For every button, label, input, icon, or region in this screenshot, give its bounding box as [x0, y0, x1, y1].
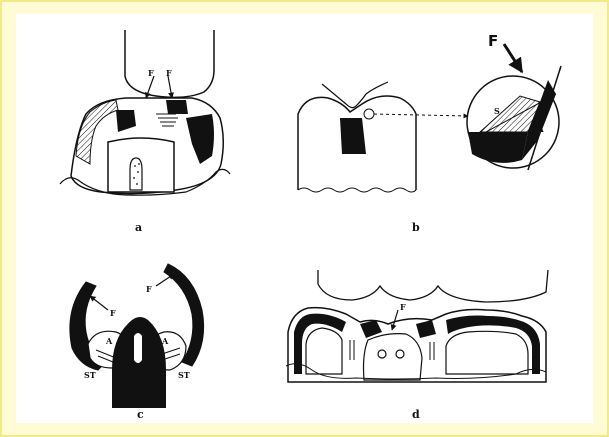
panel-b-label: b [412, 221, 420, 234]
panel-d-pin-hole-left [378, 350, 386, 358]
panel-d-pin-hole-right [396, 350, 404, 358]
panel-c-area-label-left: A [105, 336, 113, 346]
panel-c-diagram: F F A A ST ST [70, 264, 204, 408]
panel-c-area-label-right: A [161, 336, 169, 346]
panel-b-diagram: F A S [298, 32, 561, 192]
panel-b-force-label: F [488, 32, 498, 50]
panel-b-force-arrow [504, 44, 522, 72]
panel-d-force-label: F [400, 302, 406, 312]
panel-c-post-highlight [134, 333, 142, 363]
panel-a-force-label-1: F [148, 68, 154, 78]
panel-b-black-base [468, 132, 528, 163]
panel-d-right-abutment [446, 331, 528, 374]
panel-a-force-label-2: F [166, 68, 172, 78]
panel-d-pontic [364, 334, 423, 380]
panel-a-diagram: F F [60, 30, 230, 195]
panel-a-label: a [135, 221, 142, 234]
panel-c-stress-label-right: ST [178, 370, 190, 380]
panel-d-left-abutment [306, 328, 342, 374]
panel-b-restoration [340, 118, 366, 154]
panel-c-force-arrow-right [156, 274, 174, 286]
panel-d-label: d [412, 408, 420, 421]
figure-canvas: F F a F A S b [16, 14, 593, 423]
panel-d-upper-teeth [318, 270, 548, 302]
figure-svg: F F a F A S b [16, 14, 593, 423]
panel-c-force-label-right: F [146, 284, 152, 294]
panel-b-region-label: A [532, 118, 544, 136]
panel-c-force-label-left: F [110, 308, 116, 318]
panel-c-label: c [137, 408, 144, 421]
panel-b-side-label: S [494, 106, 500, 116]
panel-d-diagram: F [286, 270, 548, 382]
panel-a-black-upper [166, 100, 188, 114]
panel-a-pulp [130, 158, 142, 190]
panel-c-stress-label-left: ST [84, 370, 96, 380]
panel-c-force-arrow-left [90, 296, 108, 310]
